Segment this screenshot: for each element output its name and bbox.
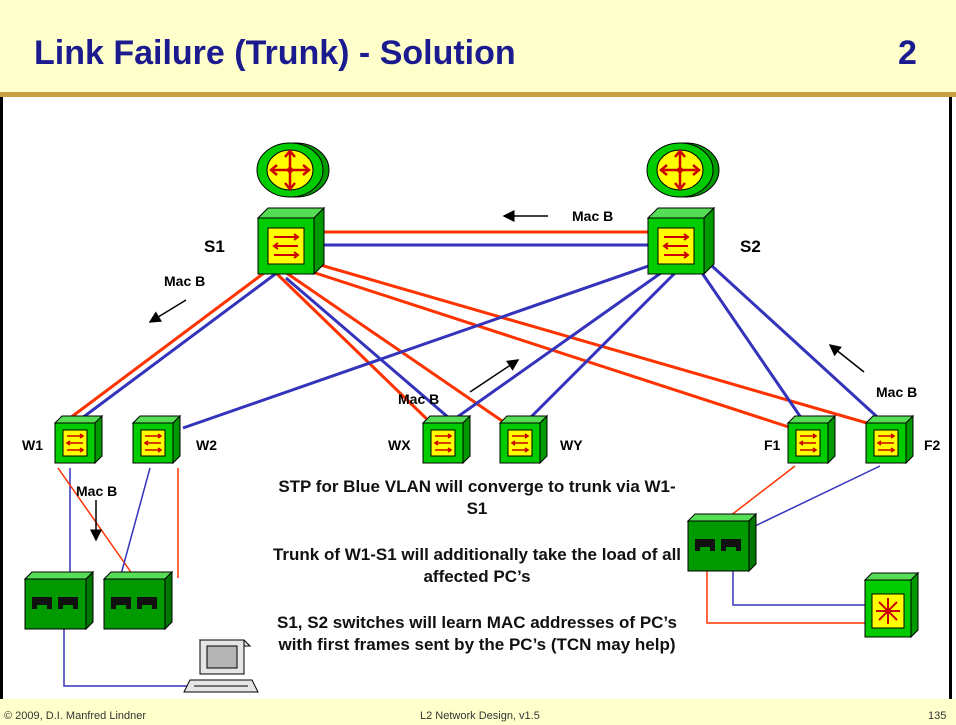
label-f2: F2 — [924, 437, 941, 453]
label-wy: WY — [560, 437, 583, 453]
footer-bar — [0, 699, 956, 725]
switch-w1-icon — [54, 415, 103, 464]
text-stp-converge: STP for Blue VLAN will converge to trunk… — [278, 477, 676, 518]
switch-wy-icon — [499, 415, 548, 464]
footer-page-number: 135 — [928, 710, 947, 722]
content-frame — [0, 97, 952, 699]
switch-f2-icon — [865, 415, 914, 464]
s2-blue-links — [182, 260, 888, 430]
mac-arrows — [90, 210, 865, 542]
title-bar — [0, 0, 956, 92]
label-w2: W2 — [196, 437, 217, 453]
switch-s1-icon — [257, 207, 325, 275]
footer-course: L2 Network Design, v1.5 — [420, 710, 540, 722]
hub-right-icon — [687, 513, 757, 572]
label-mac-left: Mac B — [164, 273, 205, 289]
text-mac-learning: S1, S2 switches will learn MAC addresses… — [277, 613, 677, 654]
slide-title: Link Failure (Trunk) - Solution — [34, 34, 516, 72]
access-links — [57, 465, 881, 687]
label-f1: F1 — [764, 437, 781, 453]
label-s2: S2 — [740, 237, 761, 256]
router-1-icon — [255, 141, 331, 199]
label-wx: WX — [388, 437, 411, 453]
switch-s2-icon — [647, 207, 715, 275]
s1-red-links — [61, 260, 875, 432]
label-mac-right: Mac B — [876, 384, 917, 400]
s1-blue-links — [73, 270, 464, 432]
label-s1: S1 — [204, 237, 225, 256]
switch-wx-icon — [422, 415, 471, 464]
hub-left-1-icon — [24, 571, 94, 630]
hub-left-2-icon — [103, 571, 173, 630]
label-w1: W1 — [22, 437, 43, 453]
switch-w2-icon — [132, 415, 181, 464]
switch-f1-icon — [787, 415, 836, 464]
label-mac-mid: Mac B — [398, 391, 439, 407]
label-mac-w1: Mac B — [76, 483, 117, 499]
slide-subnumber: 2 — [898, 34, 917, 72]
router-2-icon — [645, 141, 721, 199]
label-mac-top: Mac B — [572, 208, 613, 224]
text-trunk-load: Trunk of W1-S1 will additionally take th… — [272, 545, 682, 586]
pc-icon — [183, 639, 259, 693]
server-icon — [863, 571, 920, 639]
title-rule — [0, 92, 956, 97]
footer-copyright: © 2009, D.I. Manfred Lindner — [4, 710, 147, 722]
